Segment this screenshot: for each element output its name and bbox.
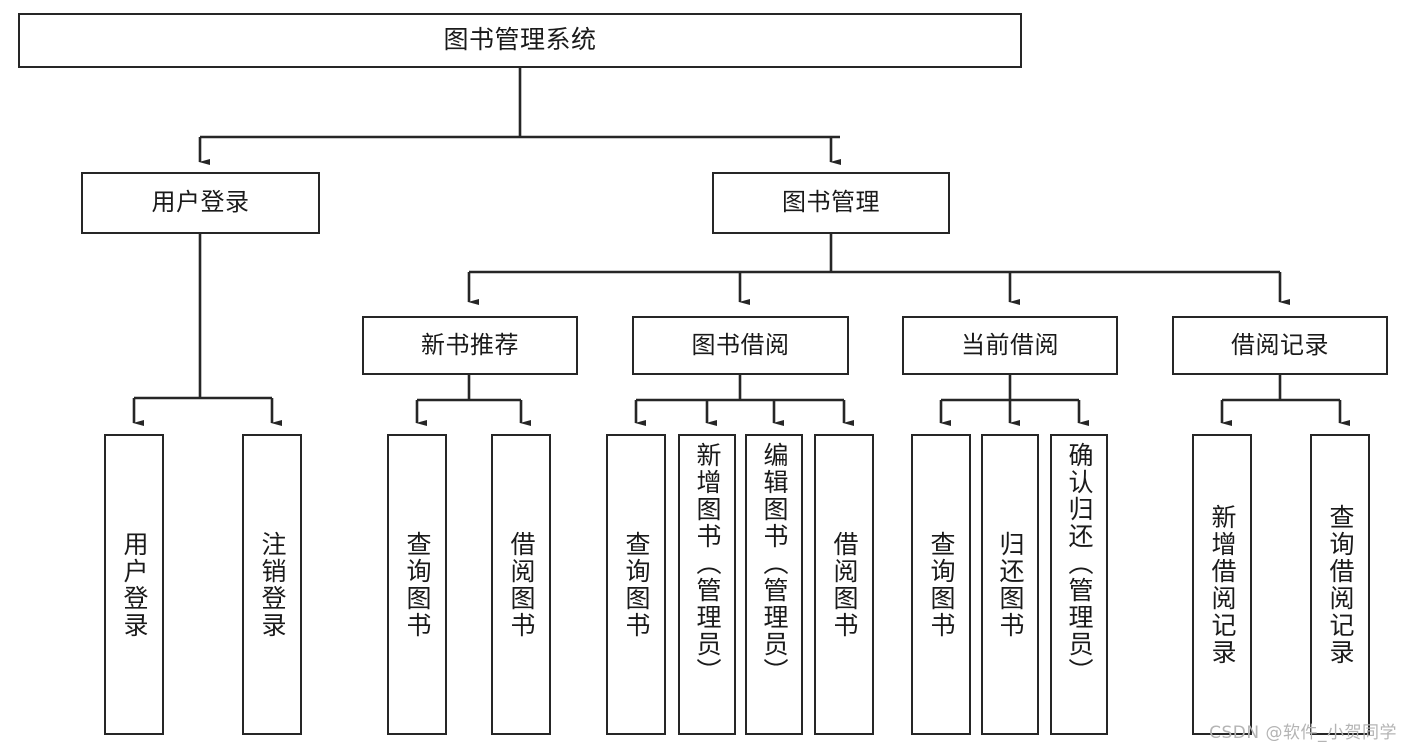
node-label: 图书借阅 xyxy=(691,330,790,359)
leaf-return-book[interactable]: 归还图书 xyxy=(981,434,1039,735)
node-root-system[interactable]: 图书管理系统 xyxy=(18,13,1022,68)
leaf-query-book-borrow[interactable]: 查询图书 xyxy=(606,434,666,735)
node-label: 归还图书 xyxy=(996,530,1025,639)
node-label: 确认归还（管理员） xyxy=(1065,442,1094,685)
node-label: 新增借阅记录 xyxy=(1208,503,1237,666)
node-label: 借阅图书 xyxy=(507,530,536,639)
node-borrow-record[interactable]: 借阅记录 xyxy=(1172,316,1388,375)
leaf-logout[interactable]: 注销登录 xyxy=(242,434,302,735)
leaf-borrow-book-recommend[interactable]: 借阅图书 xyxy=(491,434,551,735)
leaf-user-login[interactable]: 用户登录 xyxy=(104,434,164,735)
node-user-login[interactable]: 用户登录 xyxy=(81,172,320,234)
leaf-confirm-return-admin[interactable]: 确认归还（管理员） xyxy=(1050,434,1108,735)
node-label: 图书管理 xyxy=(782,188,880,217)
leaf-edit-book-admin[interactable]: 编辑图书（管理员） xyxy=(745,434,803,735)
leaf-add-book-admin[interactable]: 新增图书（管理员） xyxy=(678,434,736,735)
node-label: 借阅记录 xyxy=(1231,330,1329,359)
node-book-management[interactable]: 图书管理 xyxy=(712,172,950,234)
node-label: 新书推荐 xyxy=(421,330,519,359)
leaf-add-borrow-record[interactable]: 新增借阅记录 xyxy=(1192,434,1252,735)
leaf-borrow-book[interactable]: 借阅图书 xyxy=(814,434,874,735)
node-label: 用户登录 xyxy=(151,188,250,217)
node-label: 编辑图书（管理员） xyxy=(760,442,789,685)
node-current-borrow[interactable]: 当前借阅 xyxy=(902,316,1118,375)
leaf-query-book-current[interactable]: 查询图书 xyxy=(911,434,971,735)
node-label: 查询借阅记录 xyxy=(1326,503,1355,666)
node-label: 当前借阅 xyxy=(961,330,1059,359)
node-label: 查询图书 xyxy=(622,530,651,639)
watermark: CSDN @软件_小贺同学 xyxy=(1209,723,1397,743)
leaf-query-borrow-record[interactable]: 查询借阅记录 xyxy=(1310,434,1370,735)
node-label: 注销登录 xyxy=(258,530,287,639)
node-label: 用户登录 xyxy=(120,530,149,639)
node-label: 查询图书 xyxy=(403,530,432,639)
node-new-book-recommend[interactable]: 新书推荐 xyxy=(362,316,578,375)
leaf-query-book-recommend[interactable]: 查询图书 xyxy=(387,434,447,735)
node-book-borrow[interactable]: 图书借阅 xyxy=(632,316,849,375)
node-label: 查询图书 xyxy=(927,530,956,639)
node-label: 新增图书（管理员） xyxy=(693,442,722,685)
node-label: 借阅图书 xyxy=(830,530,859,639)
node-label: 图书管理系统 xyxy=(443,25,597,55)
